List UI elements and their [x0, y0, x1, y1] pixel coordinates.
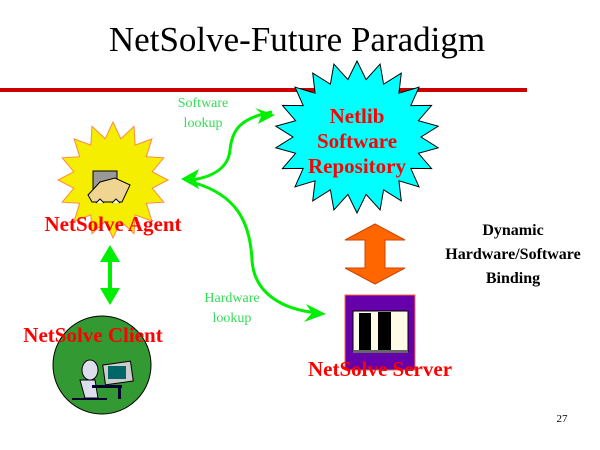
- agent-label: NetSolve Agent: [44, 212, 182, 236]
- title-divider: [0, 88, 527, 92]
- hardware-lookup-arrowhead: [304, 304, 326, 322]
- agent-cards-icon: [87, 170, 131, 204]
- binding-line: Dynamic: [482, 222, 544, 239]
- binding-double-arrow: [344, 223, 406, 285]
- repository-label: Netlib Software Repository: [308, 104, 406, 179]
- binding-label: Dynamic Hardware/Software Binding: [445, 219, 580, 291]
- user-at-computer-icon: [72, 359, 134, 400]
- server-rack-icon: [352, 310, 409, 353]
- binding-line: Hardware/Software: [445, 246, 581, 263]
- agent-arrowhead: [181, 169, 199, 189]
- page-number: 27: [556, 413, 568, 425]
- repository-label-line: Repository: [308, 154, 406, 178]
- server-label: NetSolve Server: [307, 357, 453, 381]
- slide-title: NetSolve-Future Paradigm: [108, 20, 486, 59]
- software-lookup-line: Software: [177, 96, 229, 111]
- hardware-lookup-line: lookup: [212, 311, 252, 326]
- hardware-lookup-label: Hardware lookup: [204, 289, 259, 329]
- binding-line: Binding: [485, 270, 541, 287]
- client-label: NetSolve Client: [23, 323, 163, 347]
- repository-label-line: Software: [316, 129, 398, 153]
- hardware-lookup-line: Hardware: [204, 291, 260, 306]
- software-lookup-arrowhead: [255, 108, 275, 124]
- agent-client-arrow: [100, 245, 120, 305]
- software-lookup-curve: [191, 110, 273, 182]
- software-lookup-line: lookup: [183, 116, 223, 131]
- software-lookup-label: Software lookup: [178, 94, 229, 134]
- repository-label-line: Netlib: [329, 104, 385, 128]
- hardware-lookup-curve: [194, 181, 319, 315]
- repository-starburst: [274, 59, 440, 215]
- client-circle: [52, 315, 152, 415]
